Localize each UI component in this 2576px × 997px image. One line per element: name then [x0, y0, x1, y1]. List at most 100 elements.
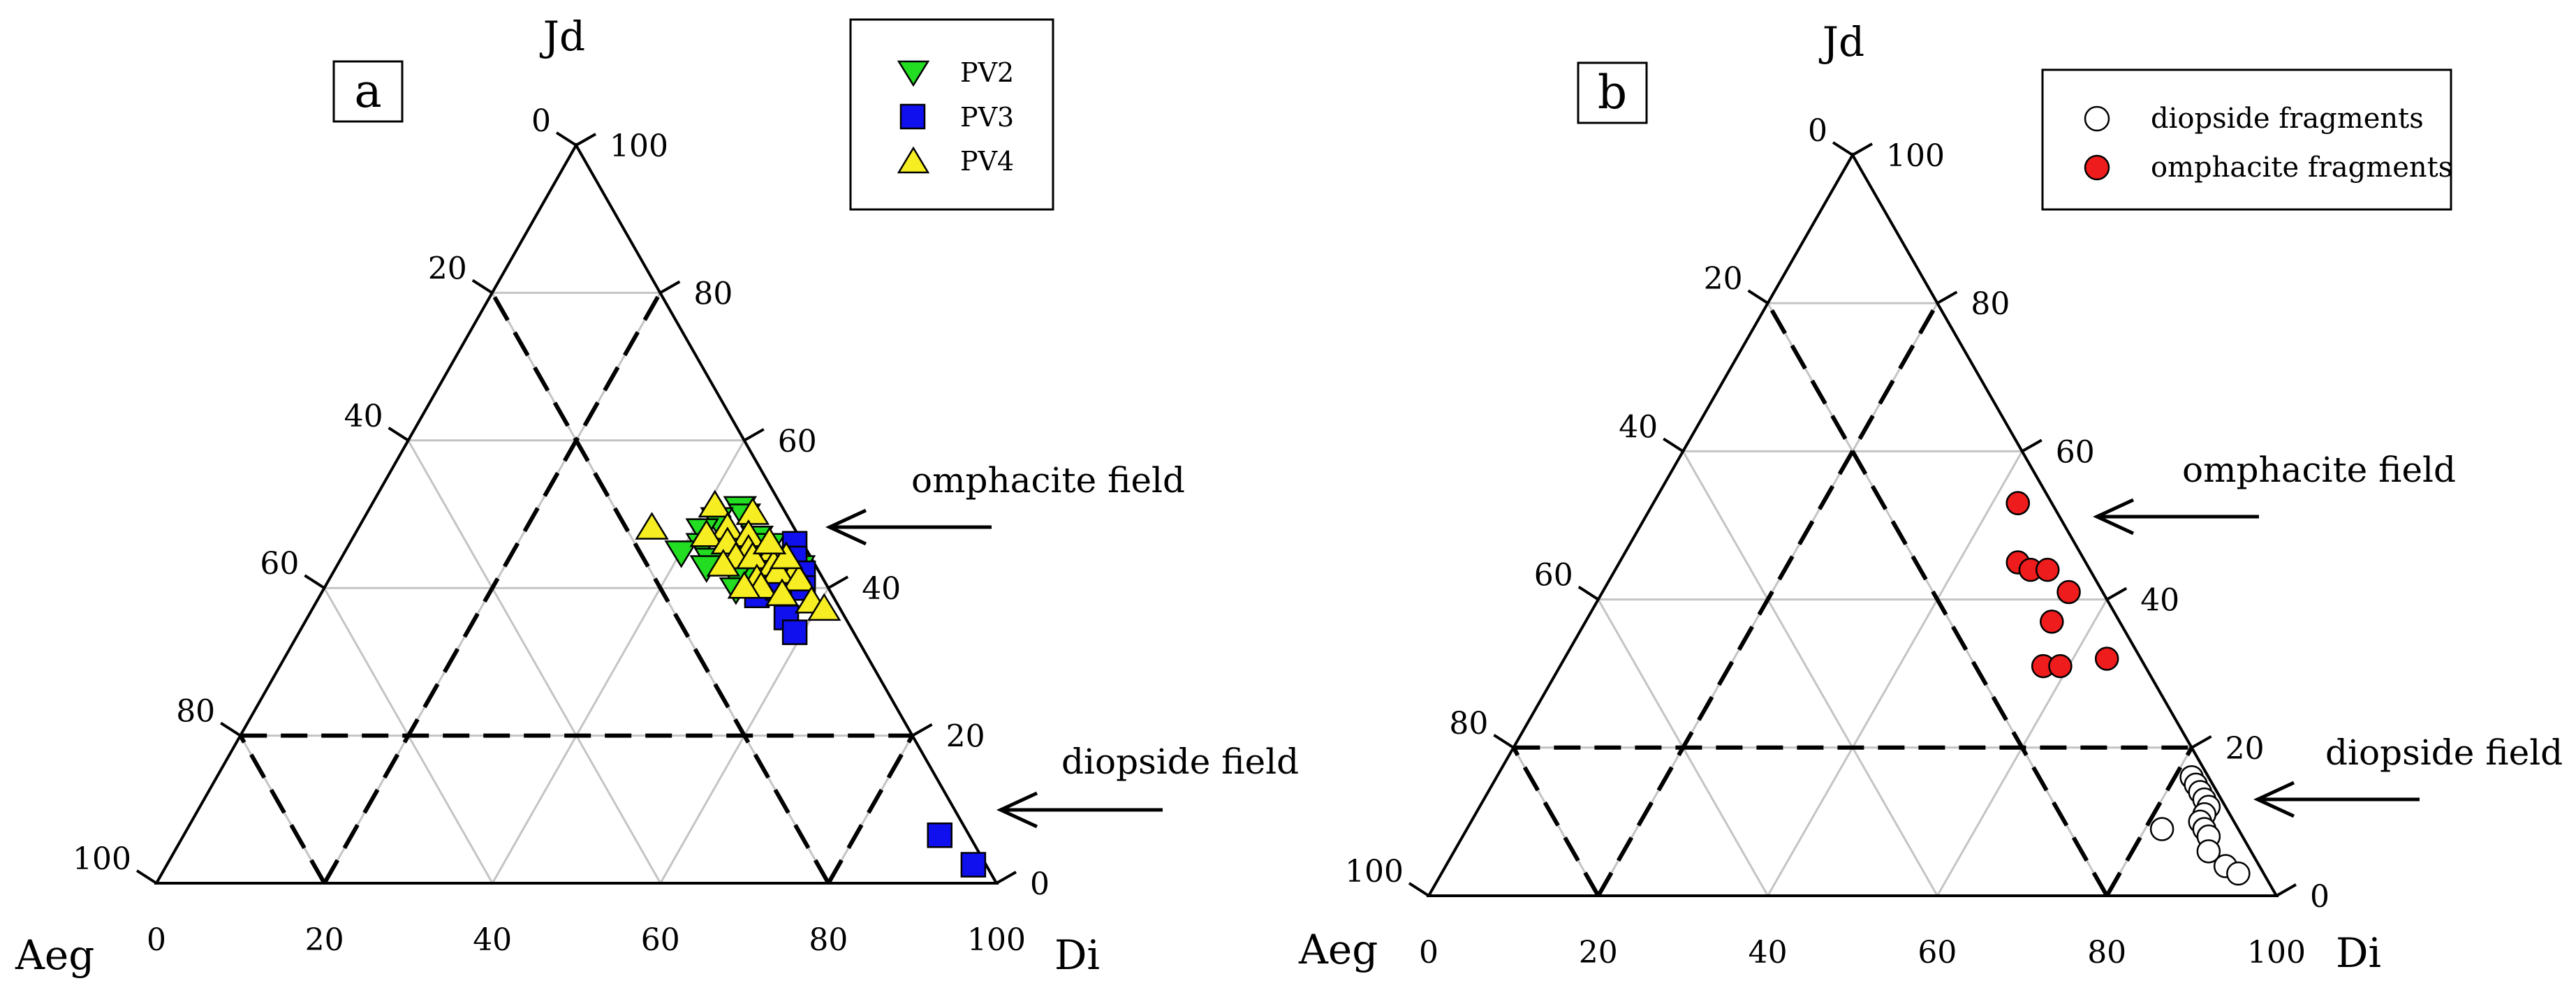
- boundary-di-20: [1596, 302, 1940, 897]
- point-omphacite-fragments-4: [2035, 557, 2060, 582]
- panel-label-box-b: [1577, 61, 1648, 124]
- legend-label-pv4: PV4: [960, 146, 1014, 177]
- legend-label-pv2: PV2: [960, 57, 1014, 88]
- point-diopside-fragments-11: [2226, 861, 2251, 886]
- frame-b: [1426, 152, 2279, 897]
- point-pv4-12: [706, 549, 741, 577]
- tick-right-20: 20: [2225, 731, 2265, 767]
- tickmark-left-60: [304, 574, 325, 589]
- tick-right-40: 40: [2140, 583, 2179, 619]
- point-pv3-6: [781, 619, 808, 645]
- point-pv4-18: [727, 570, 762, 599]
- legend-label-pv3: PV3: [960, 102, 1014, 133]
- tickmark-right-20: [911, 723, 933, 737]
- tick-right-60: 60: [2056, 434, 2095, 470]
- grid-b: [1513, 302, 2193, 896]
- tickmark-right-0: [996, 871, 1017, 885]
- tick-left-80: 80: [176, 694, 215, 730]
- tick-bottom-80: 80: [809, 922, 848, 958]
- tick-left-60: 60: [1534, 558, 1573, 593]
- tickmark-right-60: [743, 428, 765, 442]
- tickmark-right-40: [2106, 586, 2128, 601]
- tickmark-right-20: [2191, 735, 2212, 749]
- tick-bottom-20: 20: [1579, 935, 1618, 970]
- diopside-field-arrow-b: [2253, 781, 2420, 818]
- point-diopside-fragments-12: [2149, 817, 2174, 841]
- legend-b: diopside fragments omphacite fragments: [2041, 68, 2452, 211]
- omphacite-field-arrow-b: [2093, 498, 2259, 536]
- boundary-di-80: [826, 734, 915, 885]
- tickmark-left-0: [555, 131, 577, 147]
- tickmark-left-100: [135, 869, 158, 885]
- vertex-right-label-a: Di: [1054, 931, 1100, 979]
- tickmark-right-100: [1852, 142, 1873, 156]
- panel-label-b: b: [1598, 66, 1627, 119]
- tick-left-0: 0: [1808, 113, 1827, 149]
- omphacite-field-label-b: omphacite field: [2182, 450, 2456, 490]
- point-omphacite-fragments-8: [2048, 653, 2073, 679]
- legend-box-a: [849, 18, 1054, 211]
- tickmark-left-60: [1577, 585, 1599, 601]
- tick-bottom-20: 20: [305, 922, 344, 958]
- vertex-right-label-b: Di: [2336, 929, 2381, 977]
- boundary-aeg-20: [1765, 302, 2109, 897]
- omphacite-field-arrow-a: [825, 508, 992, 546]
- legend-a: PV2 PV3 PV4: [849, 18, 1054, 211]
- vertex-left-label-b: Aeg: [1298, 926, 1378, 973]
- point-pv2-5: [664, 540, 698, 568]
- triangle-outline-b: [1426, 152, 2279, 897]
- panel-label-box-a: [332, 60, 404, 123]
- field-boundaries-a: [238, 291, 915, 885]
- triangle-outline-a: [154, 142, 999, 885]
- point-pv3-8: [927, 822, 953, 848]
- legend-marker-pv2: [897, 60, 930, 87]
- boundary-di-20: [322, 291, 663, 885]
- panel-label-a: a: [354, 64, 381, 118]
- tick-bottom-40: 40: [1749, 935, 1788, 970]
- tickmark-right-80: [659, 280, 681, 295]
- omphacite-field-label-a: omphacite field: [911, 460, 1185, 501]
- legend-marker-pv4: [897, 146, 930, 174]
- tick-bottom-0: 0: [147, 922, 166, 958]
- frame-a: [154, 142, 999, 885]
- data-points-a: [635, 489, 987, 878]
- point-pv4-21: [807, 593, 841, 621]
- tick-right-100: 100: [610, 128, 668, 164]
- gridline-aeg-40: [1681, 450, 1938, 896]
- tick-right-100: 100: [1886, 138, 1945, 174]
- tick-right-80: 80: [693, 276, 733, 311]
- vertex-top-label-a: Jd: [540, 13, 585, 60]
- tick-right-80: 80: [1971, 286, 2010, 322]
- tick-bottom-60: 60: [1918, 935, 1957, 970]
- legend-label-diopside-fragments: diopside fragments: [2151, 103, 2424, 135]
- tick-left-100: 100: [73, 841, 131, 877]
- gridline-di-40: [1767, 450, 2024, 896]
- point-pv4-19: [765, 578, 800, 607]
- tickmark-left-20: [1747, 289, 1769, 304]
- tick-left-40: 40: [1619, 409, 1658, 445]
- tick-left-80: 80: [1449, 706, 1488, 741]
- legend-marker-pv3: [899, 103, 926, 130]
- point-pv4-23: [752, 526, 787, 555]
- legend-box-b: [2041, 68, 2452, 211]
- legend-marker-diopside-fragments: [2084, 105, 2110, 132]
- point-pv4-15: [781, 563, 816, 591]
- tickmark-left-0: [1832, 141, 1854, 156]
- tick-right-40: 40: [862, 571, 901, 607]
- tickmark-right-0: [2276, 883, 2297, 897]
- tickmark-left-40: [388, 427, 409, 442]
- tickmark-right-80: [1936, 290, 1958, 304]
- point-omphacite-fragments-9: [2094, 647, 2119, 671]
- data-points-b: [2005, 491, 2251, 886]
- tick-bottom-0: 0: [1419, 935, 1438, 970]
- legend-marker-omphacite-fragments: [2084, 154, 2110, 181]
- diopside-field-label-b: diopside field: [2325, 732, 2563, 773]
- point-omphacite-fragments-6: [2040, 610, 2064, 634]
- tick-left-20: 20: [428, 251, 467, 286]
- boundary-di-80: [2105, 746, 2194, 897]
- tick-left-60: 60: [260, 546, 299, 582]
